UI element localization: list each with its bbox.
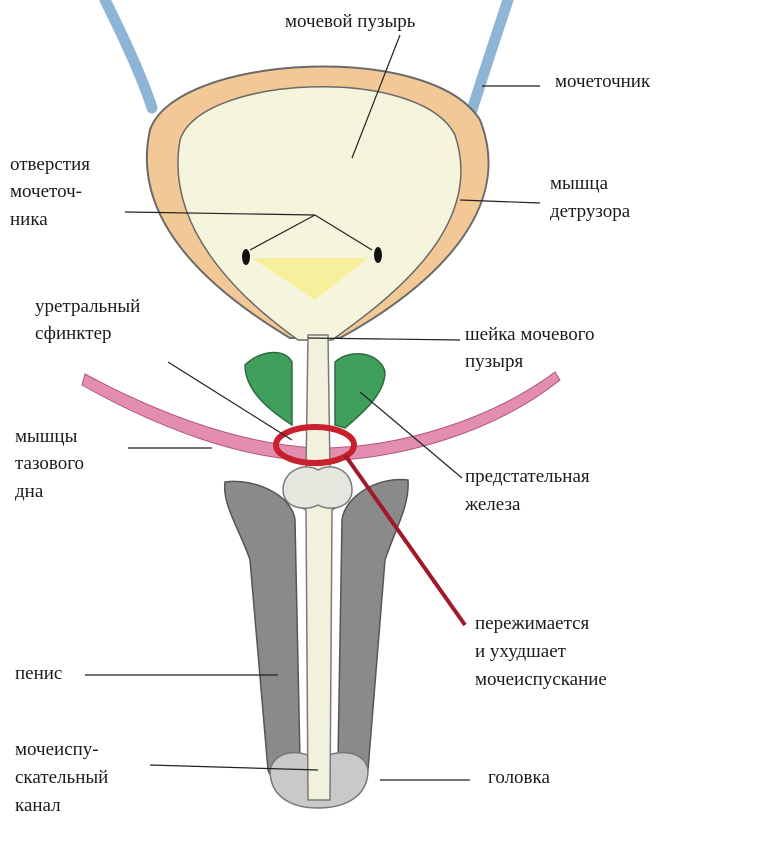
compression-pointer — [343, 453, 467, 627]
label-ureter: мочеточник — [555, 71, 651, 92]
label-pelvic-floor-3: дна — [15, 481, 44, 502]
label-urethra-2: скательный — [15, 767, 109, 788]
leader-prostate — [359, 391, 463, 479]
left-corpus — [223, 480, 301, 784]
label-compressed-2: и ухудшает — [475, 641, 566, 662]
bladder-lumen — [177, 86, 462, 341]
trigone — [252, 258, 368, 300]
leader-urethra — [149, 764, 319, 771]
label-bladder-neck-2: пузыря — [465, 351, 524, 372]
left-ureter — [99, 0, 158, 114]
label-prostate-1: предстательная — [465, 466, 590, 487]
label-detrusor-1: мышца — [550, 173, 609, 194]
prostate-right-lobe — [334, 353, 386, 429]
label-urethra-3: канал — [15, 795, 61, 816]
leader-sphincter — [167, 361, 293, 441]
label-prostate-2: железа — [465, 494, 521, 515]
label-compressed-3: мочеиспускание — [475, 669, 607, 690]
label-ureter-openings-3: ника — [10, 209, 48, 230]
leader-openings-a — [249, 214, 316, 251]
urethral-bulb — [282, 466, 353, 509]
label-ureter-openings-1: отверстия — [10, 154, 90, 175]
label-bladder-neck-1: шейка мочевого — [465, 324, 595, 345]
label-pelvic-floor-1: мышцы — [15, 426, 78, 447]
label-ureter-openings-2: мочеточ- — [10, 181, 82, 202]
prostate-left-lobe — [244, 351, 293, 427]
label-glans: головка — [488, 767, 550, 788]
label-compressed-1: пережимается — [475, 613, 590, 634]
label-penis: пенис — [15, 663, 63, 684]
sphincter-highlight-ring — [273, 424, 357, 466]
pelvic-floor-band — [81, 371, 561, 462]
leader-openings-b — [314, 214, 373, 251]
label-sphincter-1: уретральный — [35, 296, 141, 317]
label-sphincter-2: сфинктер — [35, 323, 112, 344]
label-detrusor-2: детрузора — [550, 201, 631, 222]
right-ureter-opening — [374, 247, 382, 263]
leader-bladder — [351, 34, 401, 159]
label-urethra-1: мочеиспу- — [15, 739, 99, 760]
right-ureter — [466, 0, 514, 116]
right-corpus — [337, 478, 409, 784]
left-ureter-opening — [242, 249, 250, 265]
leader-openings-left — [124, 211, 316, 216]
leader-detrusor — [459, 199, 541, 204]
leader-neck — [307, 337, 461, 341]
label-bladder: мочевой пузырь — [285, 11, 416, 32]
label-pelvic-floor-2: тазового — [15, 453, 85, 474]
